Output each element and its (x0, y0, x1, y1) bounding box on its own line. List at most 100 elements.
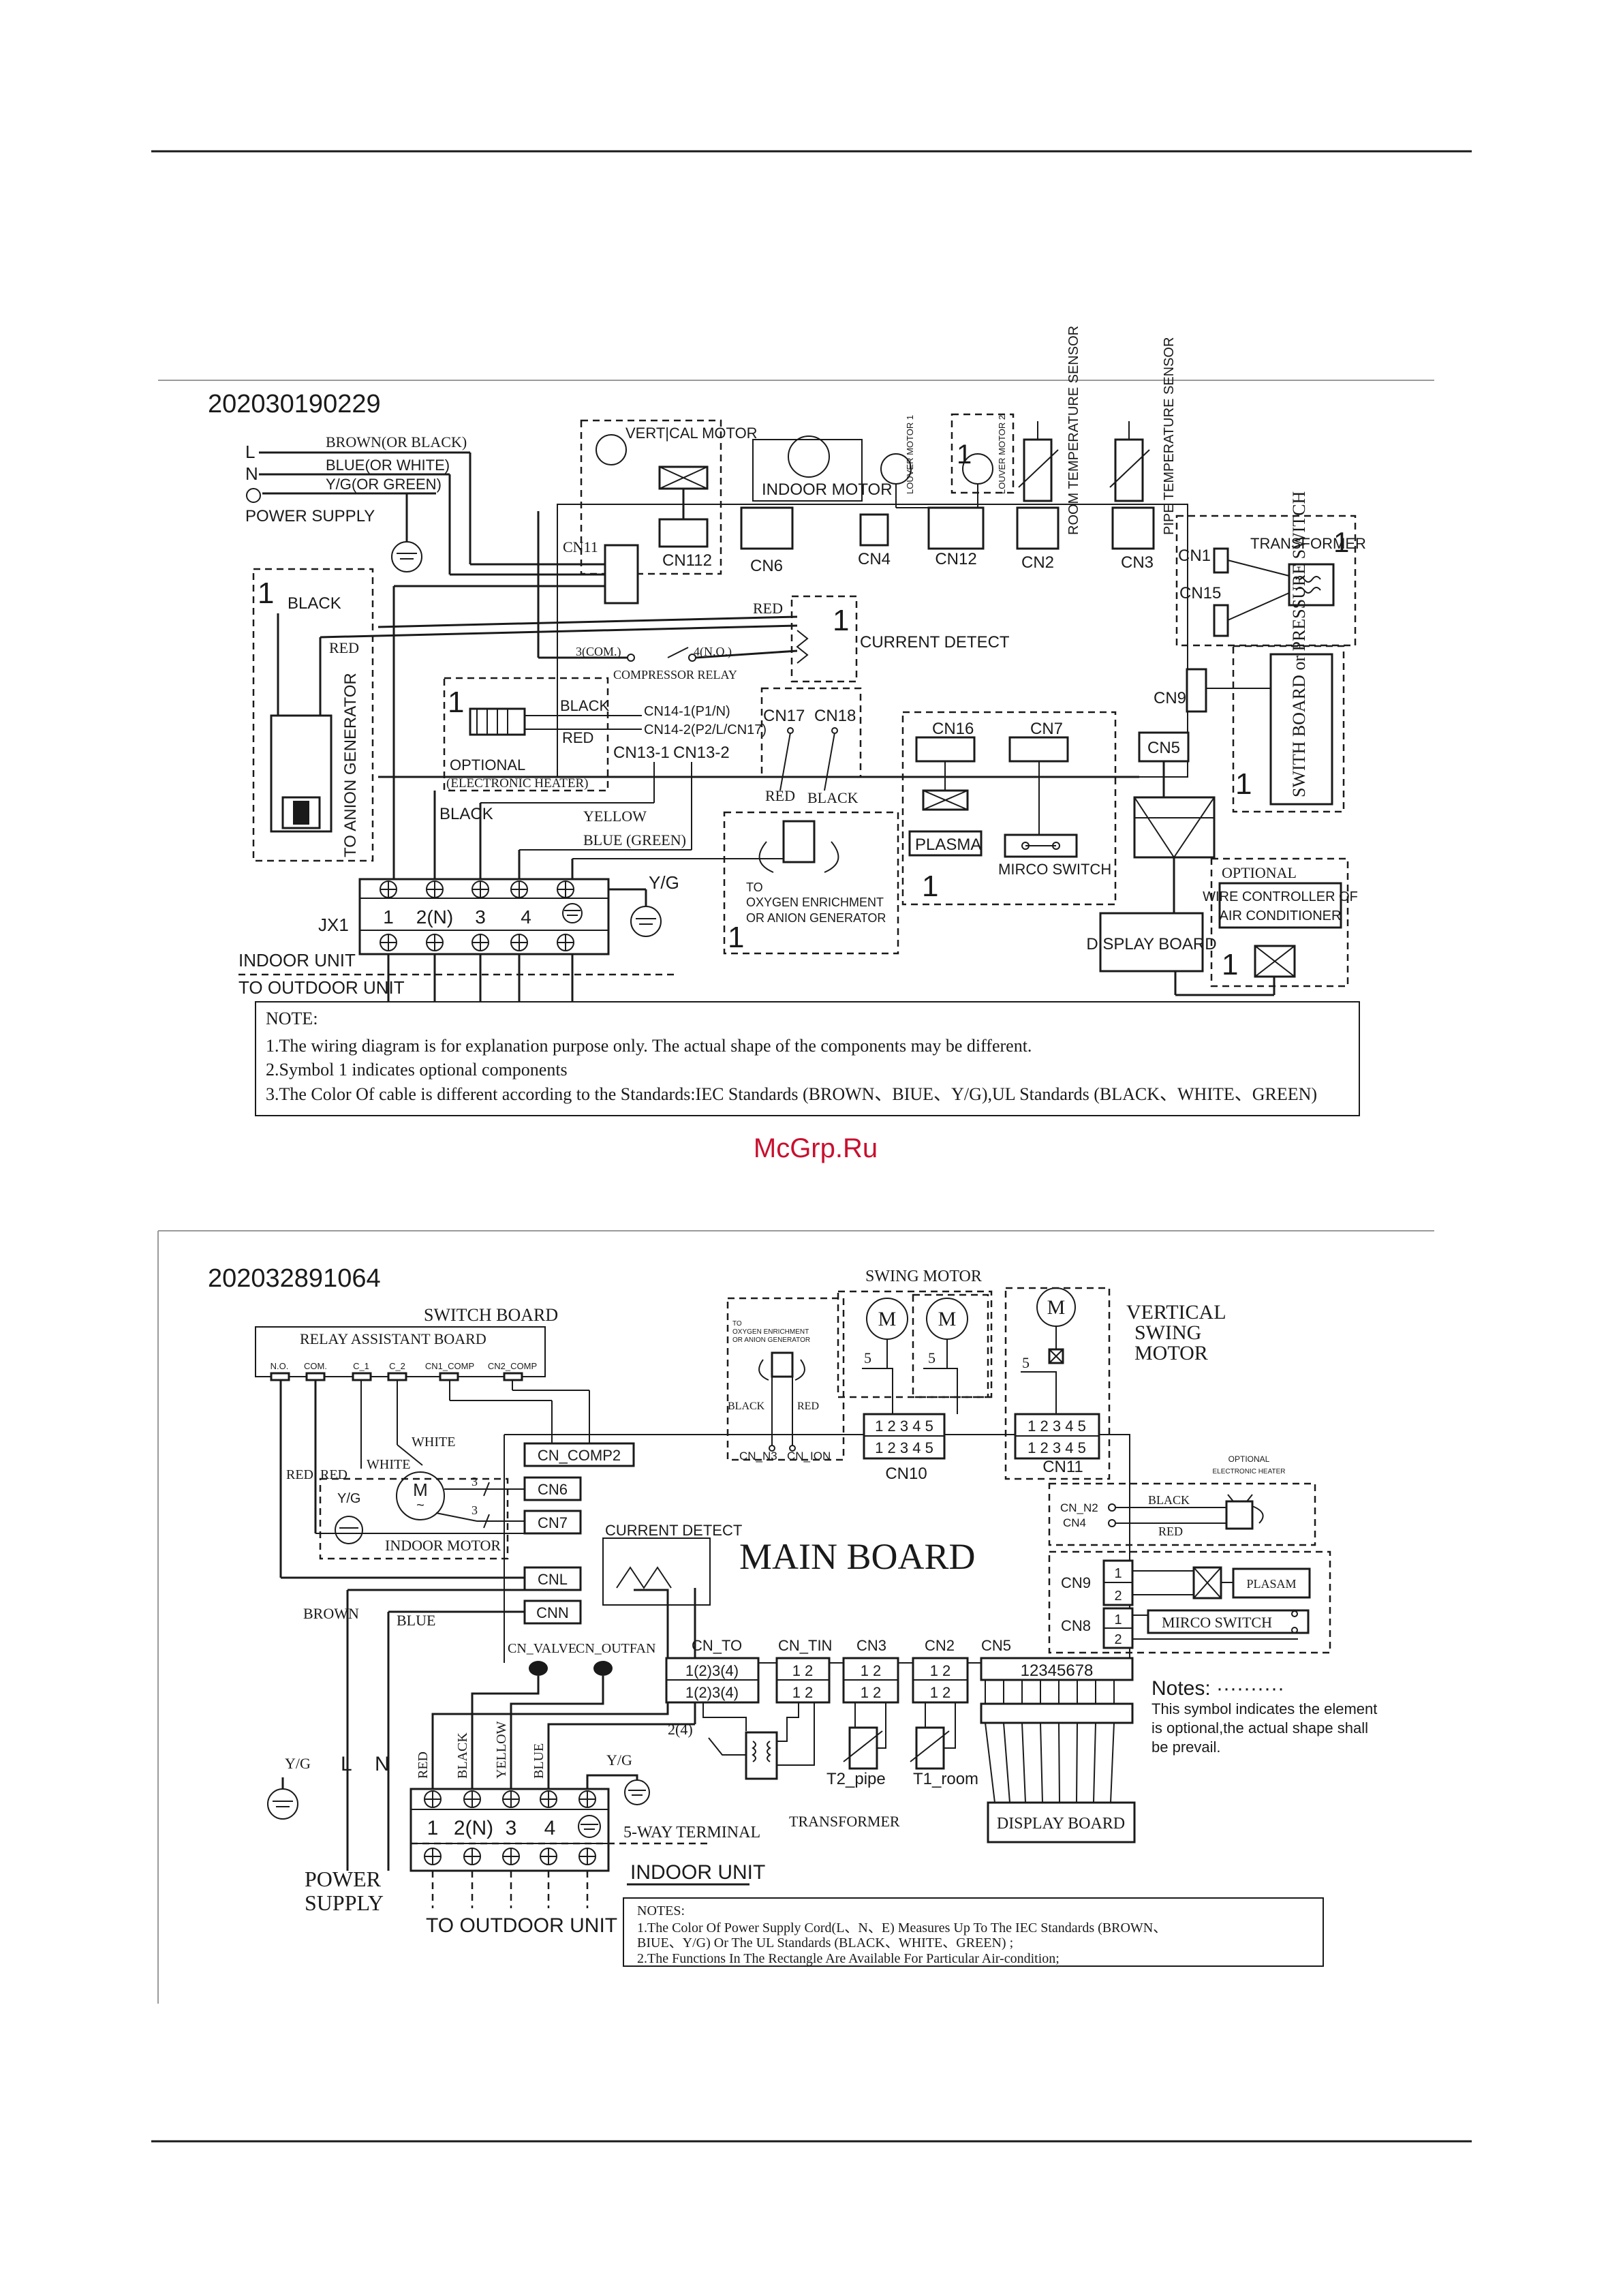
wire-brown-label: BROWN(OR BLACK) (326, 433, 467, 450)
cn-n2-label: CN_N2 (1060, 1501, 1098, 1514)
cn9-connector (1186, 668, 1207, 713)
oxygen-to-label: TO (746, 881, 763, 894)
ground-icon (578, 1815, 601, 1838)
indoor-motor-label: INDOOR MOTOR (385, 1537, 501, 1554)
cn-tin-pins-bottom: 1 2 (792, 1684, 814, 1701)
cn112-connector (658, 518, 709, 548)
pin-cn2-comp: CN2_COMP (488, 1361, 537, 1371)
ground-icon (335, 1516, 363, 1544)
oxygen-black-label: BLACK (807, 789, 859, 806)
t2-pipe-label: T2_pipe (826, 1770, 886, 1788)
terminal-screws-top (380, 881, 574, 898)
cn-to-label: CN_TO (692, 1637, 742, 1654)
cn8-pin2: 2 (1114, 1632, 1122, 1647)
power-supply-line2: SUPPLY (305, 1891, 384, 1915)
oxygen-red-label: RED (765, 787, 795, 804)
cn14-2-label: CN14-2(P2/L/CN17) (644, 722, 767, 737)
wire-controller-line1: WIRE CONTROLLER OF (1203, 889, 1358, 904)
switch-board-box (1232, 645, 1345, 813)
swing-m1: M (878, 1308, 897, 1330)
cn5-connector (1138, 731, 1190, 763)
display-cable (980, 1680, 1134, 1803)
yg-label: Y/G (649, 872, 679, 893)
cnl-label: CNL (538, 1571, 568, 1588)
cn5-connector (980, 1657, 1134, 1681)
cn-to-pins-top: 1(2)3(4) (685, 1662, 739, 1679)
t2-pipe-sensor (848, 1726, 878, 1770)
swing-motor-box (837, 1290, 993, 1398)
pipe-sensor-label: PIPE TEMPERATURE SENSOR (1162, 337, 1177, 535)
to-outdoor-label: TO OUTDOOR UNIT (238, 977, 405, 998)
power-supply-label: POWER SUPPLY (245, 507, 375, 525)
power-n: N (375, 1753, 390, 1775)
ground-icon (246, 488, 261, 503)
plasma-switch-box (1048, 1550, 1331, 1654)
vertical-motor-label: VERT|CAL MOTOR (625, 425, 758, 442)
current-detect-label: CURRENT DETECT (605, 1522, 742, 1539)
t1-room-sensor (915, 1726, 945, 1770)
current-detect-icon (796, 630, 809, 664)
wire-blue-label: BLUE(OR WHITE) (326, 457, 450, 474)
wire-controller-line2: AIR CONDITIONER (1220, 908, 1342, 923)
electronic-heater-label: (ELECTRONIC HEATER) (446, 776, 588, 791)
ground-icon (267, 1788, 298, 1820)
cn2-label: CN2 (925, 1637, 955, 1654)
cn4-label: CN4 (858, 550, 891, 568)
cn-comp2 (523, 1442, 635, 1467)
to-outdoor-label: TO OUTDOOR UNIT (426, 1914, 617, 1937)
t1-room-label: T1_room (913, 1770, 978, 1788)
optional-mark: 1 (1333, 526, 1349, 558)
motor-m: M (413, 1480, 428, 1500)
oxygen-line1: OXYGEN ENRICHMENT (732, 1328, 809, 1336)
transformer-icon (745, 1731, 778, 1780)
cn11-connector (604, 544, 639, 604)
side-notes-line1: This symbol indicates the element (1151, 1700, 1377, 1717)
swing-m2: M (938, 1308, 957, 1330)
vertical-label-2: SWING (1134, 1321, 1201, 1344)
optional-label: OPTIONAL (1228, 1454, 1270, 1464)
cn11-label: CN11 (563, 538, 598, 555)
five-way-terminal-label: 5-WAY TERMINAL (623, 1824, 760, 1841)
note1-line2: 2.Symbol 1 indicates optional components (266, 1060, 568, 1080)
cn6-connector (523, 1476, 582, 1501)
cn4-label: CN4 (1063, 1516, 1086, 1529)
cn6-connector (740, 506, 794, 550)
indoor-motor-label: INDOOR MOTOR (762, 480, 893, 499)
cn2-connector (1016, 506, 1060, 550)
diagram-1: 202030190229 L N POWER SUPPLY BROWN(OR B… (208, 326, 1366, 1116)
relay-red-2: RED (320, 1467, 347, 1482)
terminal-4: 4 (544, 1817, 556, 1839)
power-yg: Y/G (285, 1755, 311, 1772)
terminal-2n: 2(N) (416, 906, 453, 928)
relay-red-1: RED (286, 1467, 313, 1482)
swing-motor-label: SWING MOTOR (865, 1268, 982, 1285)
electronic-heater-label: ELECTRONIC HEATER (1212, 1468, 1285, 1475)
optional-heater-label: OPTIONAL (450, 756, 525, 774)
cn-outfan-label: CN_OUTFAN (576, 1641, 655, 1656)
diagram-2: 202032891064 SWITCH BOARD RELAY ASSISTAN… (208, 1264, 1377, 1967)
plasma-icon (908, 830, 983, 857)
note1-line3: 3.The Color Of cable is different accord… (266, 1084, 1317, 1104)
oxygen-black-label: BLACK (728, 1400, 765, 1412)
optional-mark: 1 (833, 604, 849, 637)
cn10-pins-bottom: 1 2 3 4 5 (875, 1439, 933, 1456)
cn3-pins-bottom: 1 2 (861, 1684, 882, 1701)
note2-line3: 2.The Functions In The Rectangle Are Ava… (637, 1951, 1060, 1966)
cn5-pins: 12345678 (1021, 1662, 1094, 1680)
cn11-pins-top: 1 2 3 4 5 (1027, 1418, 1086, 1435)
cn5-label: CN5 (1147, 739, 1180, 757)
cn9-label: CN9 (1061, 1574, 1091, 1591)
terminal-3: 3 (475, 906, 486, 928)
wire-yg-label: Y/G(OR GREEN) (326, 476, 442, 493)
oxygen-generator-box (726, 1297, 845, 1461)
terminal-1: 1 (427, 1817, 439, 1839)
optional-mark: 1 (1222, 948, 1238, 981)
yellow-wire-label: YELLOW (583, 808, 647, 825)
note1-title: NOTE: (266, 1009, 318, 1028)
display-board (1099, 912, 1204, 973)
pin-c2: C_2 (389, 1361, 405, 1371)
terminal-2n: 2(N) (454, 1817, 493, 1839)
oxygen-to-label: TO (732, 1320, 742, 1328)
display-board-label: DISPLAY BOARD (997, 1815, 1125, 1833)
note2-line1: 1.The Color Of Power Supply Cord(L、N、E) … (637, 1920, 1166, 1935)
